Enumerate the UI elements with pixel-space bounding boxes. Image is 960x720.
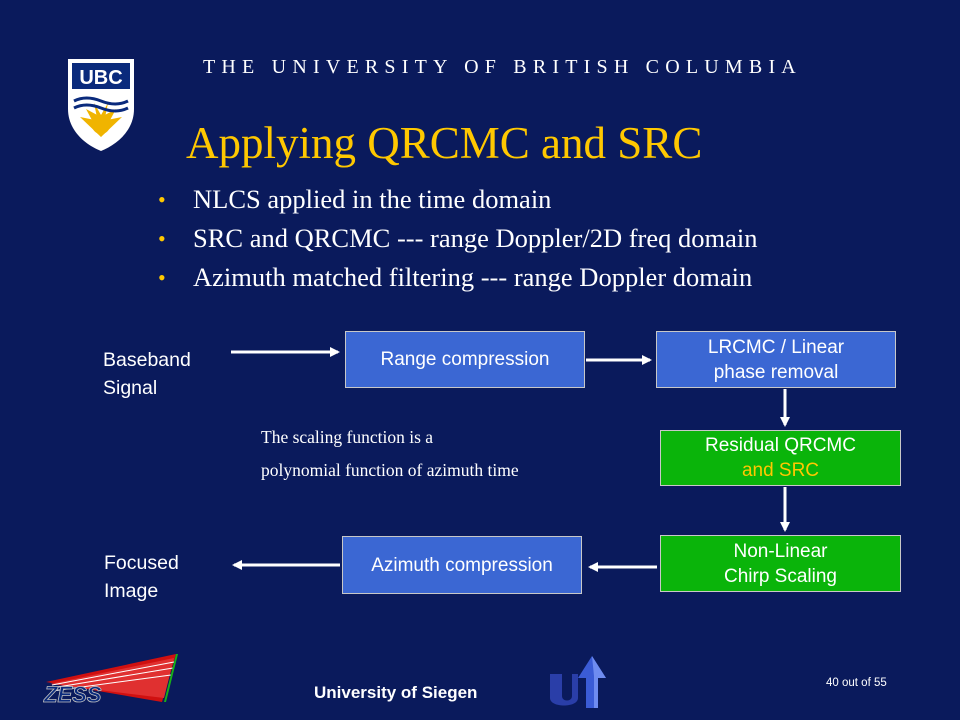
zess-logo: ZESS bbox=[40, 652, 180, 707]
nonlinear-chirp-scaling-box: Non-Linear Chirp Scaling bbox=[660, 535, 901, 592]
baseband-signal-label: Baseband Signal bbox=[103, 349, 191, 399]
zess-logo-text: ZESS bbox=[43, 682, 102, 704]
bullet-dot: • bbox=[158, 265, 166, 290]
range-compression-box: Range compression bbox=[345, 331, 585, 388]
footer-university: University of Siegen bbox=[314, 683, 478, 702]
ubc-logo: UBC bbox=[64, 57, 138, 153]
lrcmc-box: LRCMC / Linear phase removal bbox=[656, 331, 896, 388]
bullet-item: •Azimuth matched filtering --- range Dop… bbox=[158, 258, 758, 297]
siegen-logo bbox=[548, 654, 612, 710]
ubc-logo-text: UBC bbox=[79, 67, 122, 89]
bullet-dot: • bbox=[158, 226, 166, 251]
page-number: 40 out of 55 bbox=[826, 677, 887, 689]
bullet-dot: • bbox=[158, 187, 166, 212]
bullet-item: •SRC and QRCMC --- range Doppler/2D freq… bbox=[158, 219, 758, 258]
slide-title: Applying QRCMC and SRC bbox=[186, 118, 703, 168]
focused-image-label: Focused Image bbox=[104, 552, 179, 602]
header-university: THE UNIVERSITY OF BRITISH COLUMBIA bbox=[203, 56, 802, 78]
residual-qrcmc-box: Residual QRCMC and SRC bbox=[660, 430, 901, 486]
azimuth-compression-box: Azimuth compression bbox=[342, 536, 582, 594]
bullet-list: •NLCS applied in the time domain •SRC an… bbox=[158, 180, 758, 297]
scaling-note: The scaling function is a polynomial fun… bbox=[261, 427, 519, 480]
bullet-item: •NLCS applied in the time domain bbox=[158, 180, 758, 219]
